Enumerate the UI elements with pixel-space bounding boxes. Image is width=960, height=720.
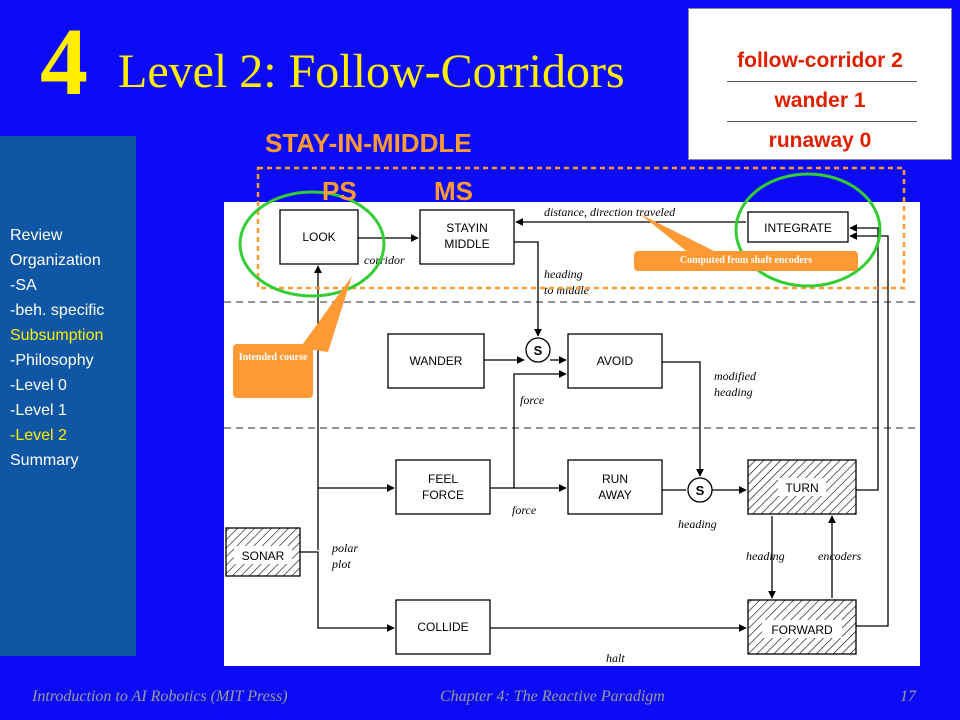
- priority-legend: follow-corridor 2 wander 1 runaway 0: [688, 8, 952, 160]
- feel-force-box: [395, 459, 491, 515]
- polar-plot-label-2: plot: [331, 557, 351, 571]
- suppressor-label: S: [696, 483, 705, 498]
- sidebar-item-sa[interactable]: -SA: [10, 277, 37, 294]
- forward-label-bg: [762, 620, 842, 638]
- force-to-avoid-arrow: [513, 370, 567, 488]
- sonar-label-bg: [234, 546, 292, 564]
- run-away-label-1: RUN: [602, 472, 628, 486]
- slide-title: Level 2: Follow-Corridors: [118, 45, 625, 98]
- sidebar-item-subsumption[interactable]: Subsumption: [10, 327, 104, 344]
- look-label: LOOK: [302, 230, 335, 244]
- ms-label: MS: [434, 176, 473, 206]
- legend-item-runaway: runaway 0: [768, 129, 872, 152]
- ps-label: PS: [322, 176, 357, 206]
- run-away-box: [567, 459, 663, 515]
- turn-label: TURN: [785, 481, 818, 495]
- legend-item-follow-corridor: follow-corridor 2: [737, 49, 903, 72]
- sidebar-item-philosophy[interactable]: -Philosophy: [10, 352, 94, 369]
- integrate-label: INTEGRATE: [764, 221, 832, 235]
- footer-book: Introduction to AI Robotics (MIT Press): [32, 688, 288, 705]
- collide-box: [395, 599, 491, 655]
- turn-label-bg: [778, 478, 826, 496]
- heading-to-middle-label-1: heading: [544, 267, 583, 281]
- sidebar-item-level-2[interactable]: -Level 2: [10, 427, 67, 444]
- slide-number: 4: [40, 8, 88, 115]
- stay-in-middle-label-2: MIDDLE: [444, 237, 489, 251]
- sidebar-item-summary[interactable]: Summary: [10, 452, 79, 469]
- sidebar-item-level-1[interactable]: -Level 1: [10, 402, 67, 419]
- legend-item-wander: wander 1: [774, 89, 866, 112]
- sidebar-outline: Review Organization -SA -beh. specific S…: [0, 136, 136, 656]
- suppressor-node: [525, 337, 551, 363]
- avoid-label: AVOID: [597, 354, 634, 368]
- modified-heading-label-2: heading: [714, 385, 753, 399]
- avoid-to-suppressor-arrow: [662, 361, 704, 477]
- distance-label: distance, direction traveled: [544, 205, 676, 219]
- stay-in-middle-label-1: STAYIN: [446, 221, 488, 235]
- heading-to-middle-label-2: to middle: [544, 283, 590, 297]
- intended-course-callout: Intended course: [233, 344, 313, 398]
- feel-force-label-1: FEEL: [428, 472, 458, 486]
- force-label: force: [520, 393, 545, 407]
- sidebar-item-beh-specific[interactable]: -beh. specific: [10, 302, 105, 319]
- sonar-label: SONAR: [242, 549, 285, 563]
- sidebar-item-organization[interactable]: Organization: [10, 252, 101, 269]
- sidebar-item-level-0[interactable]: -Level 0: [10, 377, 67, 394]
- wander-box: [387, 333, 485, 389]
- heading-label: heading: [746, 549, 785, 563]
- computed-callout: Computed from shaft encoders: [634, 251, 858, 271]
- polar-plot-label-1: polar: [331, 541, 358, 555]
- footer-page-number: 17: [900, 688, 916, 705]
- wander-label: WANDER: [410, 354, 463, 368]
- modified-heading-label-1: modified: [714, 369, 757, 383]
- collide-label: COLLIDE: [417, 620, 468, 634]
- forward-label: FORWARD: [771, 623, 833, 637]
- footer-chapter: Chapter 4: The Reactive Paradigm: [440, 688, 665, 705]
- run-away-label-2: AWAY: [598, 488, 632, 502]
- stay-in-middle-label: STAY-IN-MIDDLE: [265, 128, 472, 158]
- heading-label: heading: [678, 517, 717, 531]
- feel-force-label-2: FORCE: [422, 488, 464, 502]
- avoid-box: [567, 333, 663, 389]
- force-label: force: [512, 503, 537, 517]
- legend-divider: [727, 81, 917, 82]
- sonar-to-collide-arrow: [300, 551, 395, 632]
- suppressor-label: S: [534, 343, 543, 358]
- encoders-label: encoders: [818, 549, 862, 563]
- subsumption-diagram: LOOK STAYIN MIDDLE INTEGRATE WANDER AVOI…: [224, 202, 920, 666]
- corridor-label: corridor: [364, 253, 405, 267]
- sidebar-item-review[interactable]: Review: [10, 227, 63, 244]
- halt-label: halt: [606, 651, 625, 665]
- legend-divider: [727, 121, 917, 122]
